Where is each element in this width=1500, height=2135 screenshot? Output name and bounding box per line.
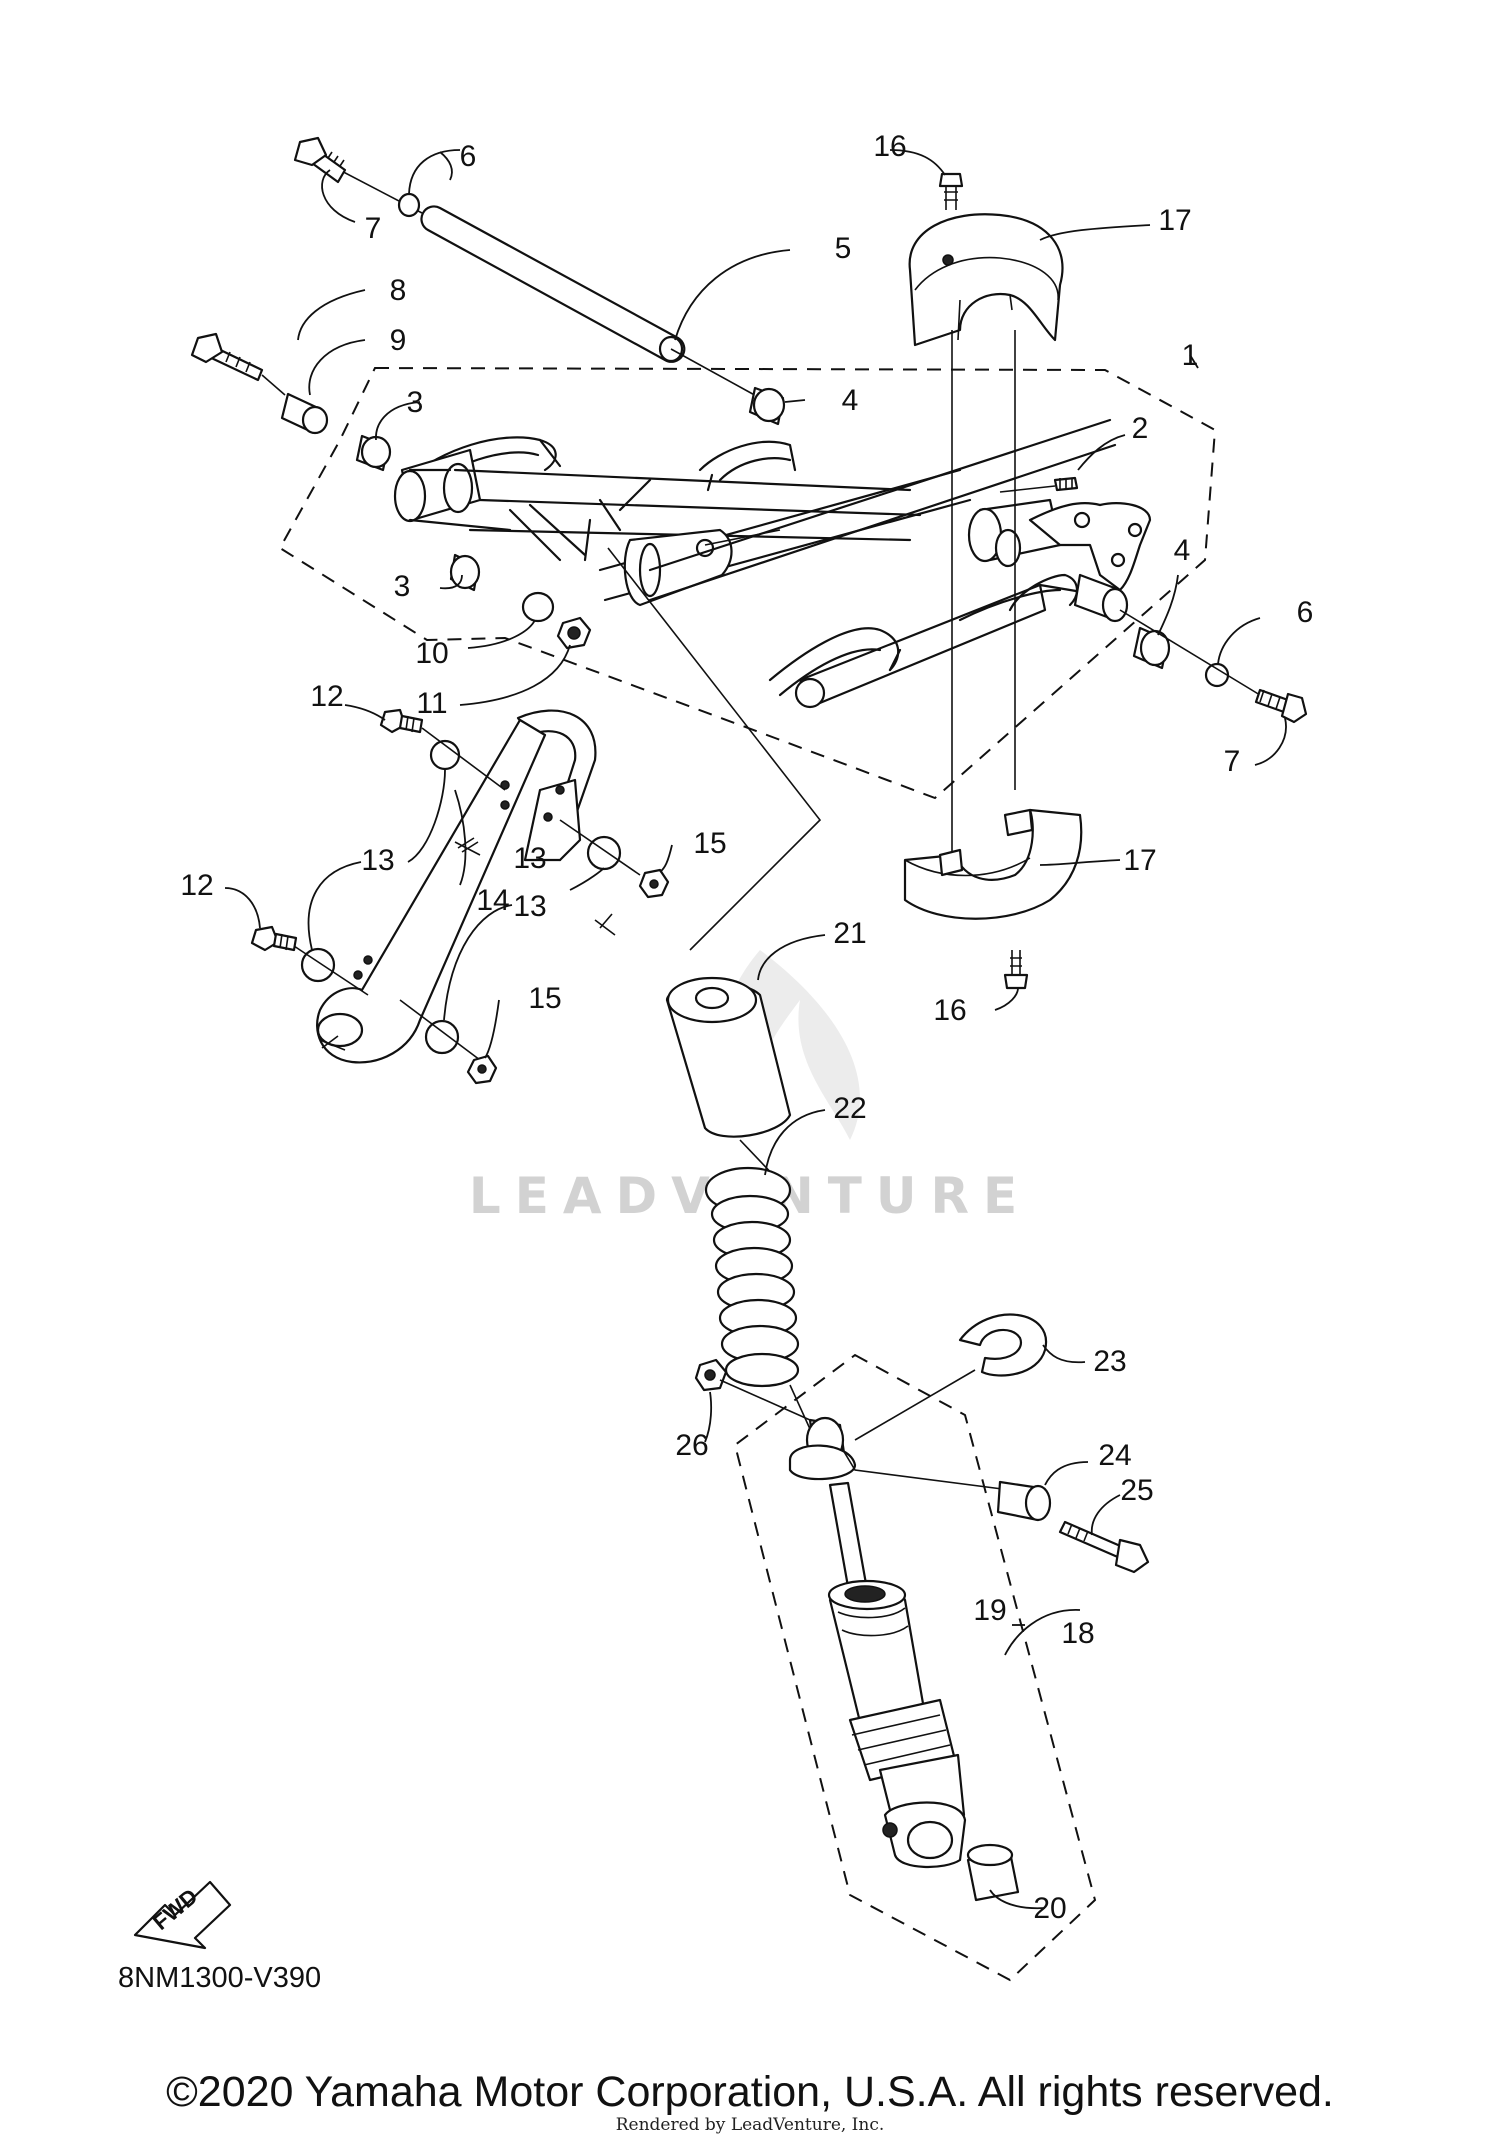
bolt-25 bbox=[1058, 1520, 1150, 1574]
callout-1: 1 bbox=[1182, 339, 1199, 372]
callout-13-center: 13 bbox=[513, 890, 546, 923]
nut-26 bbox=[694, 1358, 728, 1392]
washer-right bbox=[1204, 662, 1230, 688]
bolt-right bbox=[1254, 688, 1308, 724]
shock-upper-eye bbox=[788, 1416, 857, 1481]
bolt-top bbox=[293, 136, 347, 184]
callout-15-lower: 15 bbox=[528, 982, 561, 1015]
bushing-lower-left bbox=[449, 553, 481, 592]
callout-leaders bbox=[224, 149, 1287, 1910]
bolt-12-lower bbox=[250, 925, 298, 952]
callout-18: 18 bbox=[1061, 1617, 1094, 1650]
shock-assembly-boundary bbox=[733, 1353, 1097, 1982]
long-bolt bbox=[190, 332, 264, 382]
callout-17-bottom: 17 bbox=[1123, 844, 1156, 877]
washer-top bbox=[397, 192, 421, 218]
bump-stop bbox=[665, 976, 792, 1138]
swingarm-assembly-boundary bbox=[278, 366, 1217, 800]
torque-link bbox=[316, 709, 616, 1064]
eye-guide bbox=[842, 1449, 1011, 1491]
callout-17-top: 17 bbox=[1158, 204, 1191, 237]
callout-15-upper: 15 bbox=[693, 827, 726, 860]
callout-23: 23 bbox=[1093, 1345, 1126, 1378]
callout-13-upper: 13 bbox=[513, 842, 546, 875]
nut-15-upper bbox=[638, 868, 670, 899]
nut-11 bbox=[556, 616, 592, 650]
screw-16-top bbox=[938, 172, 964, 210]
callout-21: 21 bbox=[833, 917, 866, 950]
callout-6-top: 6 bbox=[460, 140, 477, 173]
callout-25: 25 bbox=[1120, 1474, 1153, 1507]
bushing-upper-left bbox=[355, 434, 392, 472]
copyright-notice: ©2020 Yamaha Motor Corporation, U.S.A. A… bbox=[166, 2068, 1334, 2116]
pivot-shaft bbox=[329, 164, 761, 399]
callout-11: 11 bbox=[416, 687, 447, 720]
callout-8: 8 bbox=[390, 274, 407, 307]
screw-16-bottom bbox=[1003, 950, 1029, 990]
washer-10 bbox=[521, 591, 555, 623]
callout-7-right: 7 bbox=[1224, 745, 1241, 778]
callout-12-upper: 12 bbox=[310, 680, 343, 713]
callout-14: 14 bbox=[476, 884, 509, 917]
grease-fitting bbox=[999, 476, 1079, 493]
link-guide-line-2 bbox=[704, 529, 781, 546]
callout-5: 5 bbox=[835, 232, 852, 265]
callout-6-right: 6 bbox=[1297, 596, 1314, 629]
link-guide-line bbox=[607, 547, 822, 951]
callout-16-bottom: 16 bbox=[933, 994, 966, 1027]
callout-4-right: 4 bbox=[1174, 534, 1191, 567]
spring-retainer bbox=[958, 1313, 1048, 1377]
callout-20: 20 bbox=[1033, 1892, 1066, 1925]
callout-3-upper: 3 bbox=[407, 386, 424, 419]
callout-12-lower: 12 bbox=[180, 869, 213, 902]
callout-3-lower: 3 bbox=[394, 570, 411, 603]
callout-numbers: 1 2 3 3 4 4 5 6 6 7 7 8 9 10 11 12 12 13… bbox=[180, 130, 1313, 1925]
callout-22: 22 bbox=[833, 1092, 866, 1125]
callout-4-upper: 4 bbox=[842, 384, 859, 417]
bushing-20 bbox=[966, 1843, 1020, 1902]
callout-13-left: 13 bbox=[361, 844, 394, 877]
bushing-4-right bbox=[1132, 626, 1171, 670]
nut-15-lower bbox=[466, 1054, 498, 1085]
diagram-code: 8NM1300-V390 bbox=[118, 1962, 322, 1994]
cover-17-bottom bbox=[903, 808, 1083, 920]
callout-7-top: 7 bbox=[365, 212, 382, 245]
shock-absorber bbox=[827, 1481, 967, 1869]
rendered-by-credit: Rendered by LeadVenture, Inc. bbox=[615, 2115, 885, 2135]
exploded-parts-diagram: LEADVENTURE bbox=[133, 130, 1313, 1982]
cover-17-top bbox=[908, 213, 1064, 347]
forward-arrow-icon: FWD bbox=[133, 1880, 232, 1950]
collar-24 bbox=[996, 1480, 1052, 1522]
callout-26: 26 bbox=[675, 1429, 708, 1462]
callout-10: 10 bbox=[415, 637, 448, 670]
callout-19: 19 bbox=[973, 1594, 1006, 1627]
callout-24: 24 bbox=[1098, 1439, 1131, 1472]
retainer-guide bbox=[854, 1369, 976, 1441]
swingarm-frame bbox=[393, 418, 1152, 709]
washer-13-lower-right bbox=[424, 1019, 460, 1055]
bushing-4-upper bbox=[748, 386, 786, 426]
callout-9: 9 bbox=[390, 324, 407, 357]
coil-spring bbox=[704, 1166, 800, 1388]
callout-16-top: 16 bbox=[873, 130, 906, 163]
collar bbox=[280, 392, 329, 435]
bolt-12-upper bbox=[379, 708, 424, 734]
callout-2: 2 bbox=[1132, 412, 1149, 445]
